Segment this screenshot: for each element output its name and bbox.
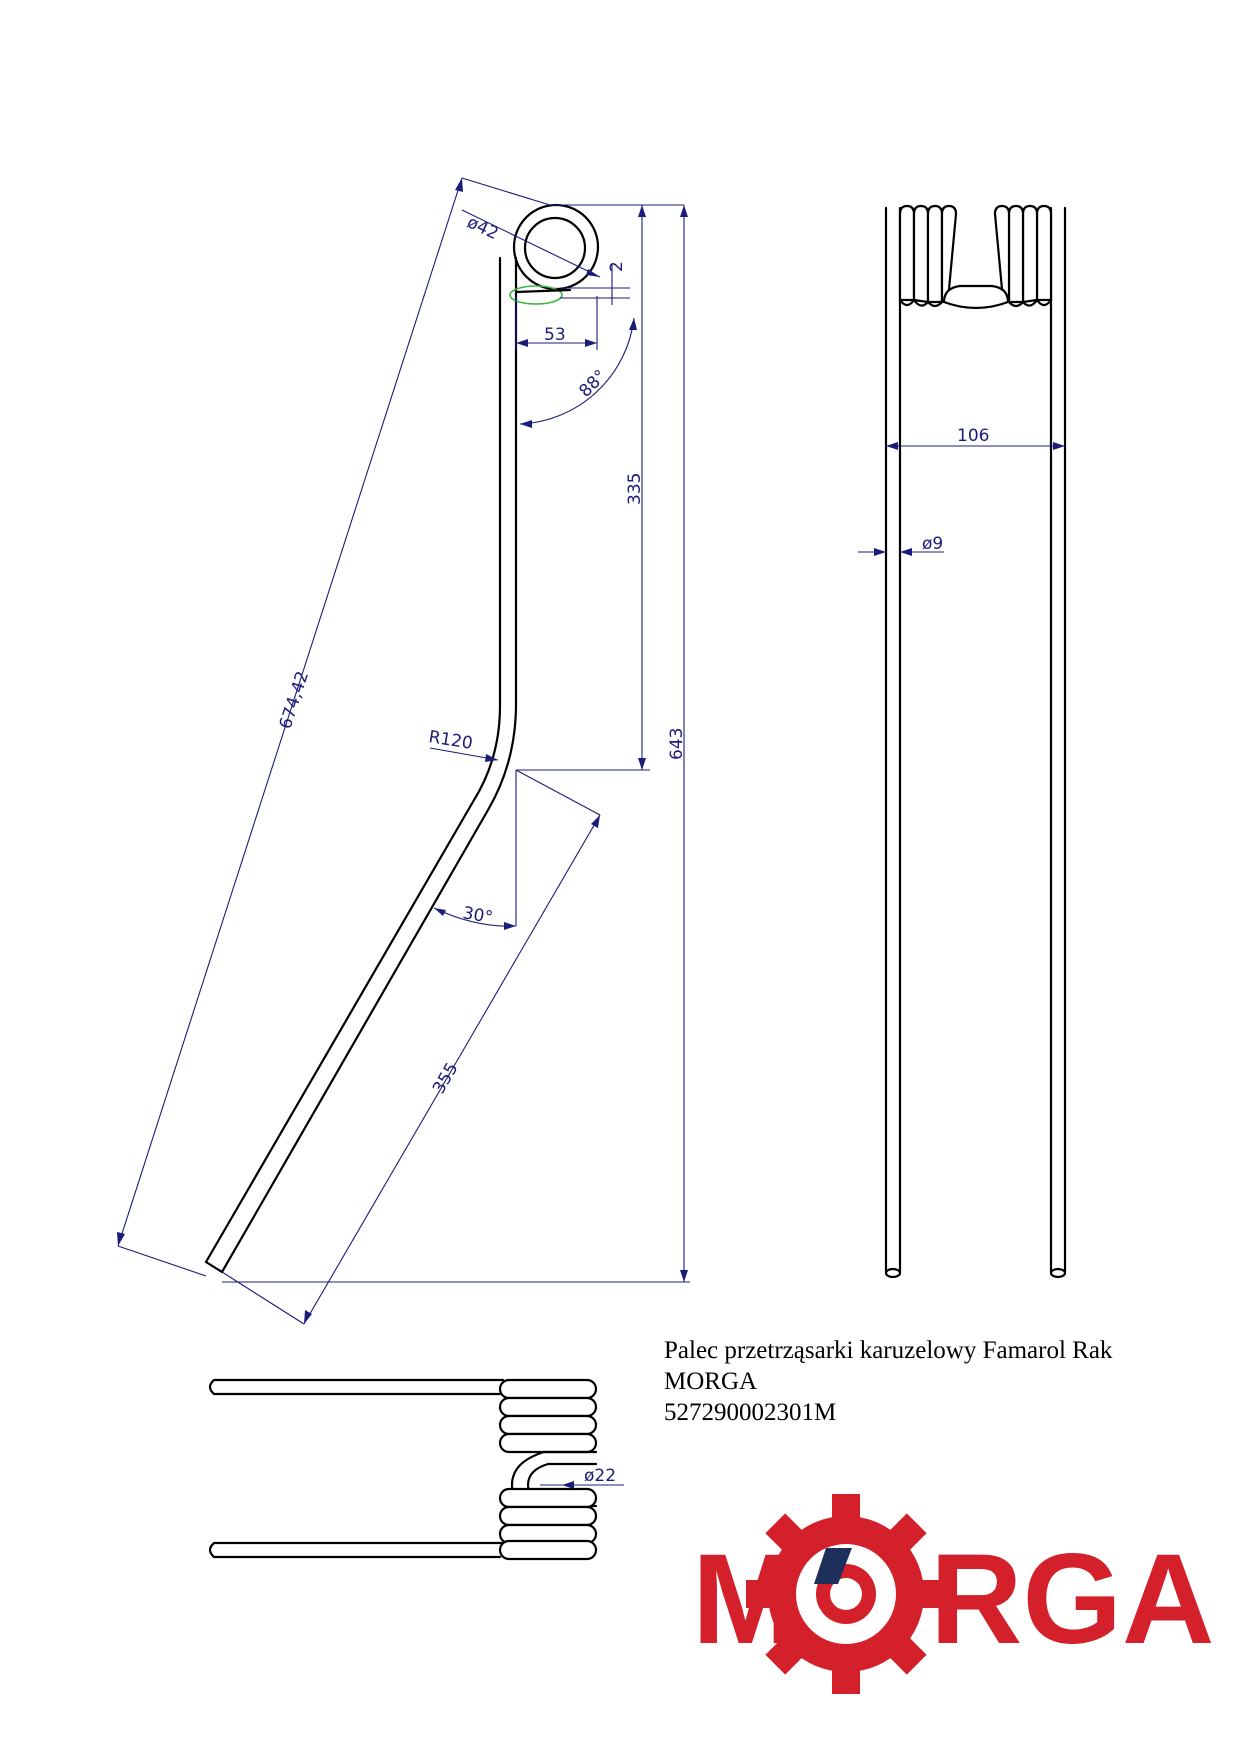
total-height-label: 643 [667, 728, 687, 760]
bend-radius-label: R120 [427, 727, 474, 754]
bend-angle-label: 30° [461, 903, 494, 928]
caption-part-number: 527290002301M [664, 1399, 837, 1426]
upper-length-label: 335 [625, 473, 645, 505]
wire-diameter-label: ø9 [922, 534, 943, 554]
logo-letters-rga: RGA [930, 1528, 1214, 1671]
coil-diameter-label: ø22 [584, 1466, 616, 1486]
gap-label: 2 [607, 261, 627, 272]
side-view: ø42 2 53 88° 335 643 674, [117, 177, 690, 1325]
span-width-label: 106 [957, 426, 989, 446]
part-caption: Palec przetrząsarki karuzelowy Famarol R… [664, 1335, 1184, 1428]
angle-top-label: 88° [575, 366, 610, 401]
ring-diameter-label: ø42 [464, 212, 501, 244]
logo-letter-m: M [692, 1528, 799, 1671]
offset-label: 53 [544, 325, 566, 345]
lower-length-label: 355 [429, 1059, 463, 1097]
front-view: 106 ø9 [858, 204, 1067, 1279]
caption-brand: MORGA [664, 1368, 758, 1395]
caption-title: Palec przetrząsarki karuzelowy Famarol R… [664, 1337, 1113, 1364]
morga-logo: M RGA [692, 1494, 1214, 1694]
top-view: ø22 [208, 1378, 624, 1561]
gear-icon [746, 1494, 946, 1694]
diagonal-length-label: 674,42 [276, 669, 313, 732]
